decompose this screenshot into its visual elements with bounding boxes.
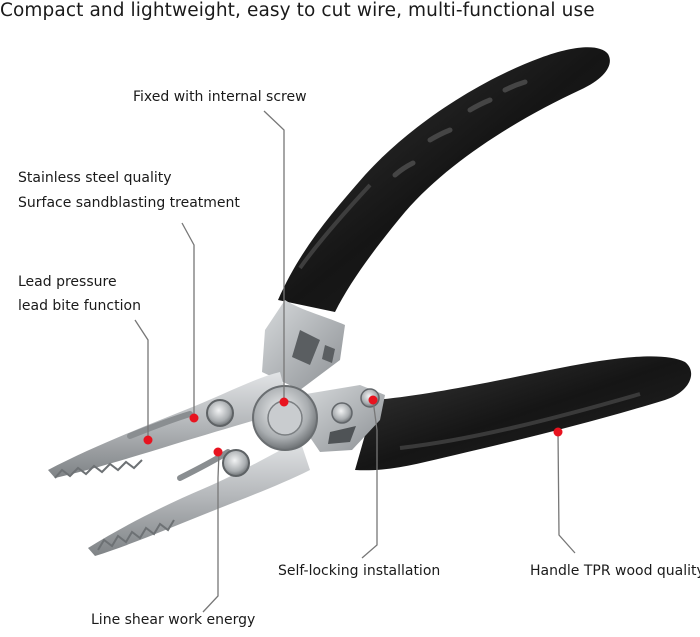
callout-steel-line2: Surface sandblasting treatment — [18, 195, 240, 211]
jaw-screw-lower — [222, 449, 250, 477]
callout-shear: Line shear work energy — [91, 612, 256, 628]
callout-steel-line1: Stainless steel quality — [18, 170, 172, 186]
lower-steel-arm — [300, 385, 385, 452]
callout-lock: Self-locking installation — [278, 563, 441, 579]
upper-handle — [278, 47, 610, 312]
callout-markers — [143, 395, 563, 457]
leader-lines — [134, 110, 576, 613]
upper-jaw — [48, 372, 290, 479]
lower-jaw — [88, 440, 310, 556]
callout-screw: Fixed with internal screw — [133, 89, 307, 105]
callout-lead-line1: Lead pressure — [18, 274, 117, 290]
headline: Compact and lightweight, easy to cut wir… — [0, 0, 595, 21]
callout-handle: Handle TPR wood quality — [530, 563, 700, 579]
jaw-screw-upper — [206, 399, 234, 427]
upper-steel-arm — [262, 300, 345, 390]
callout-lead-line2: lead bite function — [18, 298, 141, 314]
lower-handle — [355, 356, 692, 471]
